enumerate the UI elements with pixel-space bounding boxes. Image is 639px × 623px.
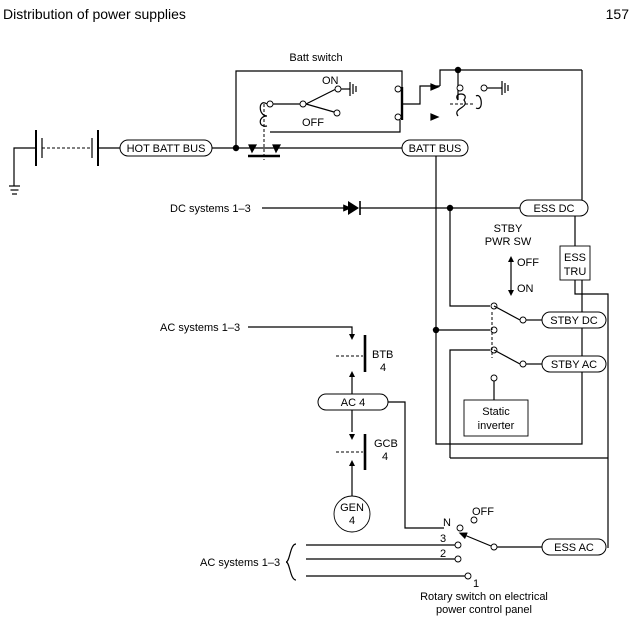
batt-switch-off-label: OFF <box>302 117 324 129</box>
hot-batt-bus-label: HOT BATT BUS <box>127 143 206 155</box>
rotary-n-label: N <box>443 517 451 529</box>
stby-dc-label: STBY DC <box>550 315 598 327</box>
static-inverter-label-2: inverter <box>478 420 515 432</box>
ac4-label: AC 4 <box>341 397 365 409</box>
batt-switch-on-label: ON <box>322 75 339 87</box>
hot-batt-bus: HOT BATT BUS <box>119 139 213 157</box>
rotary-switch: N OFF 3 2 1 <box>440 506 542 590</box>
ac-systems-bottom-label: AC systems 1–3 <box>200 557 280 569</box>
rotary-caption-1: Rotary switch on electrical <box>420 591 548 603</box>
stby-ac-label: STBY AC <box>551 359 597 371</box>
gcb-label: GCB <box>374 438 398 450</box>
stby-on-label: ON <box>517 283 534 295</box>
stby-off-label: OFF <box>517 257 539 269</box>
batt-switch-label: Batt switch <box>289 52 342 64</box>
rotary-caption-2: power control panel <box>436 604 532 616</box>
ess-ac-bus: ESS AC <box>541 538 607 556</box>
stby-ac-bus: STBY AC <box>541 355 607 373</box>
ess-ac-label: ESS AC <box>554 542 594 554</box>
rotary-3-label: 3 <box>440 533 446 545</box>
batt-bus-label: BATT BUS <box>409 143 462 155</box>
stby-pwr-sw-label-1: STBY <box>494 223 523 235</box>
ess-dc-label: ESS DC <box>534 203 575 215</box>
static-inverter: Static inverter <box>463 399 529 437</box>
diode-symbol <box>348 201 361 215</box>
ess-dc-bus: ESS DC <box>519 199 589 217</box>
static-inverter-label-1: Static <box>482 406 510 418</box>
ess-tru: ESS TRU <box>559 245 591 281</box>
ess-tru-label-2: TRU <box>564 266 587 278</box>
stby-pwr-sw-label-2: PWR SW <box>485 236 532 248</box>
ac-systems-top-label: AC systems 1–3 <box>160 322 240 334</box>
rotary-1-label: 1 <box>473 578 479 590</box>
gcb-number: 4 <box>382 451 388 463</box>
battery-symbol <box>9 130 120 195</box>
generator-4: GEN 4 <box>333 495 371 533</box>
gen-number: 4 <box>349 515 355 527</box>
btb-number: 4 <box>380 362 386 374</box>
ac4-bus: AC 4 <box>317 393 389 411</box>
dc-systems-label: DC systems 1–3 <box>170 203 251 215</box>
rotary-2-label: 2 <box>440 548 446 560</box>
batt-relay <box>402 66 582 121</box>
ess-tru-label-1: ESS <box>564 252 586 264</box>
page-number: 157 <box>605 6 629 22</box>
gen-label: GEN <box>340 502 364 514</box>
btb-label: BTB <box>372 349 393 361</box>
page-title: Distribution of power supplies <box>3 6 186 22</box>
batt-switch-contacts <box>248 82 404 160</box>
stby-dc-bus: STBY DC <box>541 311 607 329</box>
rotary-off-label: OFF <box>472 506 494 518</box>
batt-bus: BATT BUS <box>401 139 469 157</box>
